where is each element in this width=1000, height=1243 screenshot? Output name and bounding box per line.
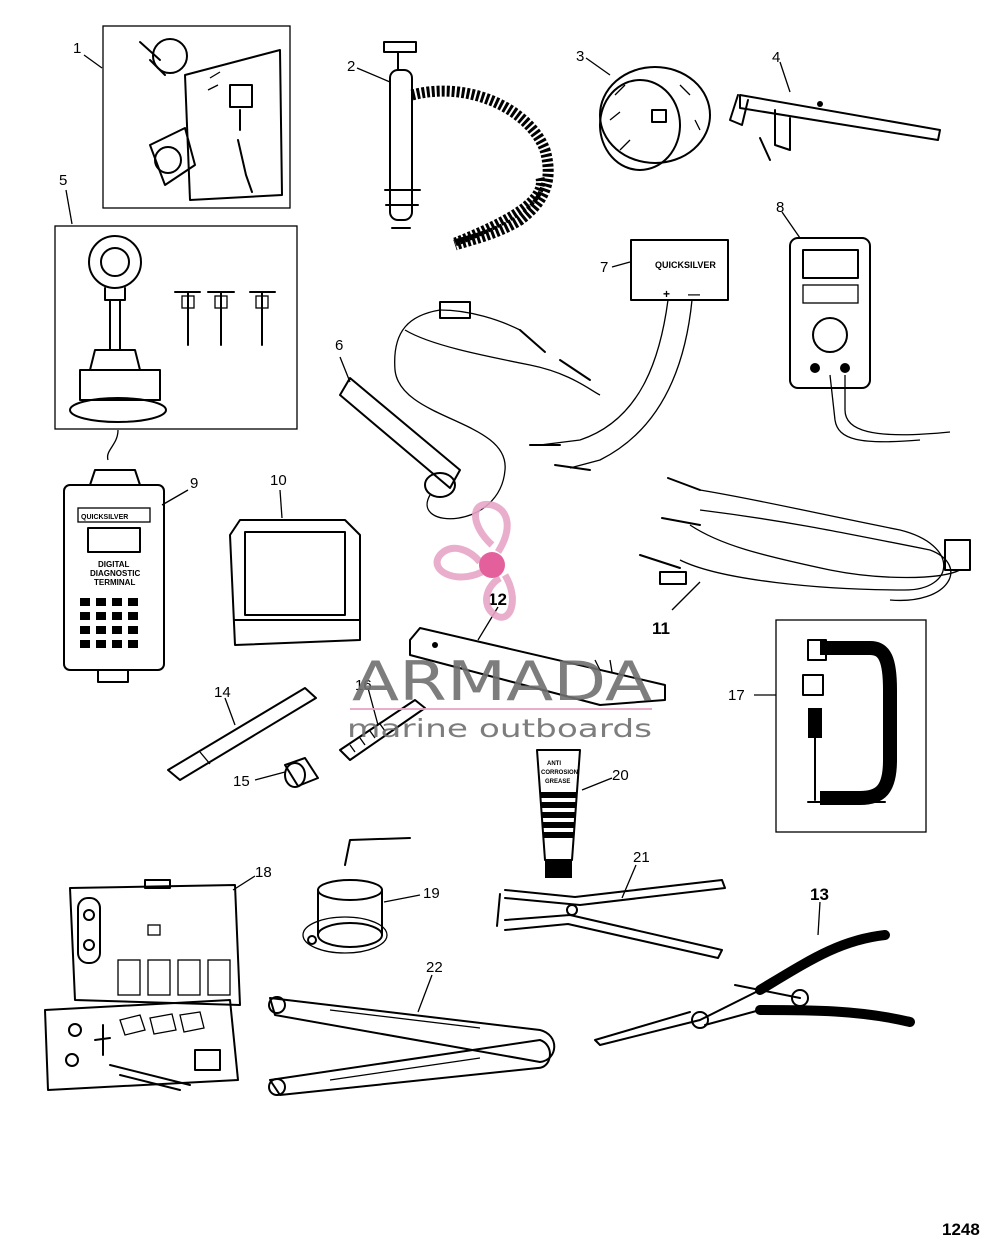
callout-10: 10 [270,472,287,489]
item-7-illustration: QUICKSILVER + — [529,239,729,471]
quicksilver-box-label: QUICKSILVER [655,260,716,270]
callout-13: 13 [810,885,829,904]
terminal-brand-label: QUICKSILVER [81,514,128,521]
callout-18: 18 [255,864,272,881]
item-20-illustration: ANTI CORROSION GREASE [536,749,581,878]
item-8-illustration [789,237,951,443]
item-10-illustration [229,519,361,646]
callout-11: 11 [652,619,670,638]
page-number: 1248 [942,1220,980,1239]
callout-5: 5 [59,172,67,189]
watermark-brand: ARMADA [352,650,652,713]
item-2-illustration [383,41,554,251]
callout-1: 1 [73,40,81,57]
callout-14: 14 [214,684,231,701]
callout-4: 4 [772,49,780,66]
item-6-illustration [339,301,601,520]
quicksilver-minus: — [688,287,700,301]
quicksilver-plus: + [663,287,670,301]
callout-2: 2 [347,58,355,75]
terminal-label-line1: DIGITAL [98,560,130,569]
propeller-logo [433,500,516,621]
callout-16: 16 [355,677,372,694]
item-1-illustration [102,25,291,209]
callout-17: 17 [728,687,745,704]
item-4-illustration [729,94,941,161]
item-17-illustration [775,619,927,833]
callout-20: 20 [612,767,629,784]
item-13-illustration [594,930,915,1046]
armada-watermark: ARMADA marine outboards [347,500,652,743]
callout-numbers: 1 2 3 4 5 6 7 8 9 10 11 12 13 14 15 16 1… [59,40,829,976]
callout-19: 19 [423,885,440,902]
item-19-illustration [302,837,411,954]
callout-9: 9 [190,475,198,492]
item-5-illustration [54,225,298,430]
item-22-illustration [268,996,556,1096]
terminal-label-line2: DIAGNOSTIC [90,569,140,578]
callout-6: 6 [335,337,343,354]
tube-label-line3: GREASE [545,779,570,785]
item-21-illustration [496,879,726,959]
terminal-label-line3: TERMINAL [94,578,135,587]
tube-label-line2: CORROSION [541,770,578,776]
callout-22: 22 [426,959,443,976]
callout-21: 21 [633,849,650,866]
item-11-illustration [639,477,971,602]
callout-8: 8 [776,199,784,216]
callout-12: 12 [488,590,507,609]
callout-7: 7 [600,259,608,276]
item-18-illustration [44,879,241,1091]
item-12-illustration [409,627,666,706]
item-15-illustration [284,757,319,788]
item-3-illustration [599,66,711,171]
callout-15: 15 [233,773,250,790]
tube-label-line1: ANTI [547,761,561,767]
callout-3: 3 [576,48,584,65]
item-9-illustration: QUICKSILVER DIGITAL DIAGNOSTIC TERMINAL [63,429,165,683]
watermark-tagline: marine outboards [347,714,652,743]
leader-lines [65,54,821,1013]
item-14-illustration [167,687,317,781]
